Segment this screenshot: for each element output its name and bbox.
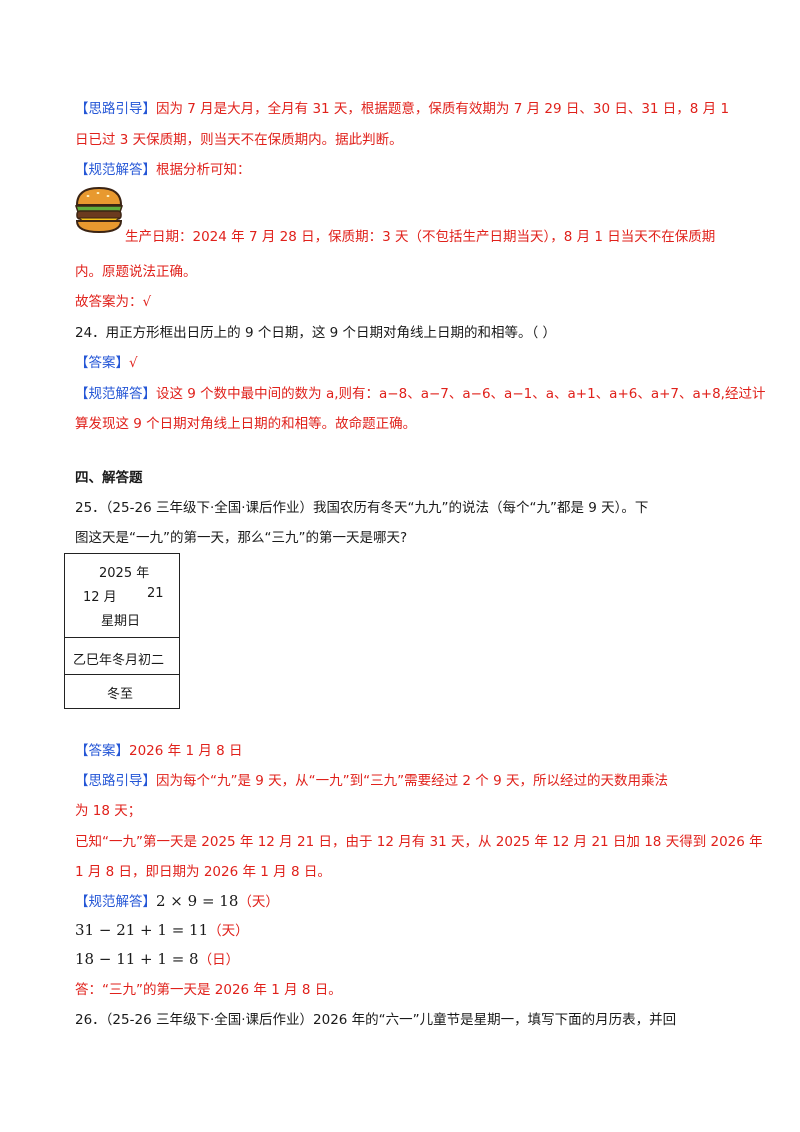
q25-hint-line-4: 1 月 8 日，即日期为 2026 年 1 月 8 日。 [75,864,331,880]
q23-hint-line-1: 【思路引导】因为 7 月是大月，全月有 31 天，根据题意，保质有效期为 7 月… [75,99,729,119]
q23-hint-line-2: 日已过 3 天保质期，则当天不在保质期内。据此判断。 [75,132,403,148]
q24-answer-line: 【答案】√ [75,353,138,373]
hint-text: 因为每个“九”是 9 天，从“一九”到“三九”需要经过 2 个 9 天，所以经过… [156,773,668,789]
hint-text: 因为 7 月是大月，全月有 31 天，根据题意，保质有效期为 7 月 29 日、… [156,101,730,117]
calc-expression: 18 − 11 + 1 = 8 [75,950,199,968]
q24-solution-line-1: 【规范解答】设这 9 个数中最中间的数为 a,则有：a−8、a−7、a−6、a−… [75,384,765,404]
calendar-weekday: 星期日 [101,614,141,629]
q24-question: 24．用正方形框出日历上的 9 个日期，这 9 个日期对角线上日期的和相等。（ … [75,325,557,341]
q25-hint-line-2: 为 18 天； [75,803,142,819]
section-title: 四、解答题 [75,470,143,486]
calendar-solar-term: 冬至 [107,687,134,702]
solution-tag: 【规范解答】 [75,162,156,178]
calc-unit: （天） [208,923,249,939]
calendar-divider [65,674,179,675]
q25-question-line-1: 25．（25-26 三年级下·全国·课后作业）我国农历有冬天“九九”的说法（每个… [75,500,649,516]
q24-solution-line-2: 算发现这 9 个日期对角线上日期的和相等。故命题正确。 [75,416,417,432]
answer-tag: 【答案】 [75,743,129,759]
q23-solution-line: 【规范解答】根据分析可知： [75,160,251,180]
q25-answer-line: 【答案】2026 年 1 月 8 日 [75,741,243,761]
calc-unit: （天） [238,894,279,910]
hint-tag: 【思路引导】 [75,101,156,117]
answer-tag: 【答案】 [75,355,129,371]
q25-hint-line-3: 已知“一九”第一天是 2025 年 12 月 21 日，由于 12 月有 31 … [75,834,763,850]
q23-answer-line: 故答案为：√ [75,294,152,310]
calc-expression: 31 − 21 + 1 = 11 [75,921,209,939]
solution-tag: 【规范解答】 [75,894,156,910]
calendar-year: 2025 年 [99,566,150,581]
q25-solution-line-3: 18 − 11 + 1 = 8（日） [75,949,239,970]
solution-tag: 【规范解答】 [75,386,156,402]
calc-unit: （日） [198,952,240,968]
q25-solution-line-2: 31 − 21 + 1 = 11（天） [75,920,249,941]
solution-text: 根据分析可知： [156,162,251,178]
solution-text: 设这 9 个数中最中间的数为 a,则有：a−8、a−7、a−6、a−1、a、a+… [156,386,766,402]
hamburger-icon [74,186,124,234]
q25-final-answer: 答：“三九”的第一天是 2026 年 1 月 8 日。 [75,982,342,998]
q25-question-line-2: 图这天是“一九”的第一天，那么“三九”的第一天是哪天? [75,530,408,546]
q23-solution-line-a: 生产日期：2024 年 7 月 28 日，保质期：3 天（不包括生产日期当天），… [125,229,716,245]
calendar-page: 2025 年 12 月 21 星期日 乙巳年冬月初二 冬至 [64,553,180,709]
calendar-lunar-date: 乙巳年冬月初二 [73,653,165,668]
calendar-day: 21 [147,586,164,601]
q25-solution-line-1: 【规范解答】2 × 9 = 18（天） [75,891,279,912]
q26-question: 26．（25-26 三年级下·全国·课后作业）2026 年的“六一”儿童节是星期… [75,1012,677,1028]
q23-solution-line-b: 内。原题说法正确。 [75,264,197,280]
answer-value: 2026 年 1 月 8 日 [129,743,243,759]
calendar-divider [65,637,179,638]
calc-expression: 2 × 9 = 18 [156,892,239,910]
answer-value: √ [129,355,138,371]
q25-hint-line-1: 【思路引导】因为每个“九”是 9 天，从“一九”到“三九”需要经过 2 个 9 … [75,771,668,791]
calendar-month: 12 月 [83,590,117,605]
hint-tag: 【思路引导】 [75,773,156,789]
